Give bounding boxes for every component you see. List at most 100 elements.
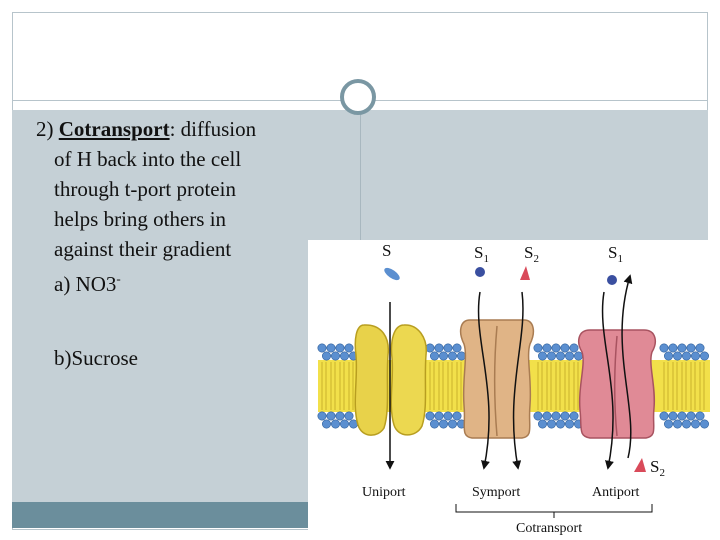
lipid-head-group [560,411,570,421]
lipid-head-group [452,343,462,353]
definition-start: : diffusion [169,117,257,141]
lipid-head-group [672,351,682,361]
cotransport-bracket [455,504,653,513]
item-number: 2) [36,117,54,141]
symport-protein [459,319,535,439]
lipid-head-group [663,419,673,429]
definition-line-4: against their gradient [54,237,232,261]
lipid-head-group [551,343,561,353]
symport-arrow-s2 [512,291,524,470]
antiport-protein [577,329,657,439]
lipid-head-group [560,343,570,353]
lipid-head-group [533,411,543,421]
lipid-head-group [326,411,336,421]
lipid-head-group [569,411,579,421]
lipid-head-group [699,419,709,429]
lipid-head-group [448,351,458,361]
label-antiport: Antiport [592,485,640,500]
lipid-head-group [677,343,687,353]
label-s-uniport: S [382,241,391,260]
lipid-tail-lines [321,362,705,410]
lipid-head-group [695,411,705,421]
lipid-head-group [542,343,552,353]
lipid-head-group [686,343,696,353]
uniport-protein [354,324,427,436]
lipid-head-group [335,411,345,421]
lipid-head-group [330,351,340,361]
lipid-head-group [668,343,678,353]
lipid-head-group [330,419,340,429]
sub-item-a-charge: - [116,271,121,286]
lipid-head-group [452,411,462,421]
lipid-head-group [663,351,673,361]
lipid-head-group [538,419,548,429]
lipid-head-group [448,419,458,429]
lipid-head-group [425,343,435,353]
label-s1-symport: S1 [474,243,489,265]
lipid-head-group [686,411,696,421]
lipid-head-group [538,351,548,361]
lipid-head-group [564,351,574,361]
antiport-substrate-s1 [607,275,617,285]
lipid-head-group [573,351,583,361]
lipid-head-group [344,411,354,421]
antiport-arrow-in [601,291,614,470]
lipid-head-group [335,343,345,353]
lipid-head-group [681,419,691,429]
lipid-head-group [699,351,709,361]
sub-item-b: b)Sucrose [54,346,138,370]
definition-line-3: helps bring others in [54,207,227,231]
lipid-head-group [326,343,336,353]
lipid-head-group [434,411,444,421]
slide-body-text: 2) Cotransport: diffusion of H back into… [36,114,256,373]
label-s2-symport: S2 [524,243,539,265]
lipid-head-group [322,351,331,361]
lipid-head-group [695,343,705,353]
transport-figure: S S1 S2 S1 S2 Uniport Symport Antiport C… [308,240,710,540]
sub-item-a-text: a) NO3 [54,272,117,296]
definition-line-2: through t-port protein [54,177,236,201]
transport-diagram: S S1 S2 S1 S2 Uniport Symport Antiport C… [317,241,710,536]
lipid-head-group [430,419,440,429]
label-s1-antiport: S1 [608,243,623,265]
antiport-arrow-out [621,274,633,459]
lipid-head-group [690,351,700,361]
decorative-circle [340,79,376,115]
lipid-head-group [551,411,561,421]
lipid-head-group [439,351,449,361]
lipid-head-group [533,343,543,353]
label-cotransport: Cotransport [516,521,582,536]
lipid-head-group [339,351,349,361]
lipid-head-group [672,419,682,429]
definition-line-1: of H back into the cell [54,147,242,171]
symport-arrow-s1 [477,291,490,470]
lipid-head-group [434,343,444,353]
lipid-head-group [564,419,574,429]
lipid-head-group [344,343,354,353]
lipid-head-group [690,419,700,429]
lipid-head-group [339,419,349,429]
lipid-head-group [547,351,557,361]
lipid-head-group [668,411,678,421]
sub-item-a: a) NO3- [36,264,256,299]
lipid-head-group [317,343,327,353]
lipid-head-group [681,351,691,361]
label-s2-antiport: S2 [650,457,665,479]
lipid-head-group [569,343,579,353]
lipid-head-group [542,411,552,421]
lipid-head-group [556,419,566,429]
lipid-head-group [443,343,453,353]
lipid-head-group [659,343,669,353]
lipid-head-group [430,351,440,361]
lipid-head-group [317,411,327,421]
lipid-head-group [556,351,566,361]
lipid-head-group [659,411,669,421]
lipid-head-group [439,419,449,429]
lipid-head-group [322,419,331,429]
uniport-substrate [384,267,400,281]
lipid-head-group [547,419,557,429]
label-symport: Symport [472,485,520,500]
lipid-head-group [425,411,435,421]
term-cotransport: Cotransport [58,117,170,141]
antiport-substrate-s2 [634,458,646,472]
